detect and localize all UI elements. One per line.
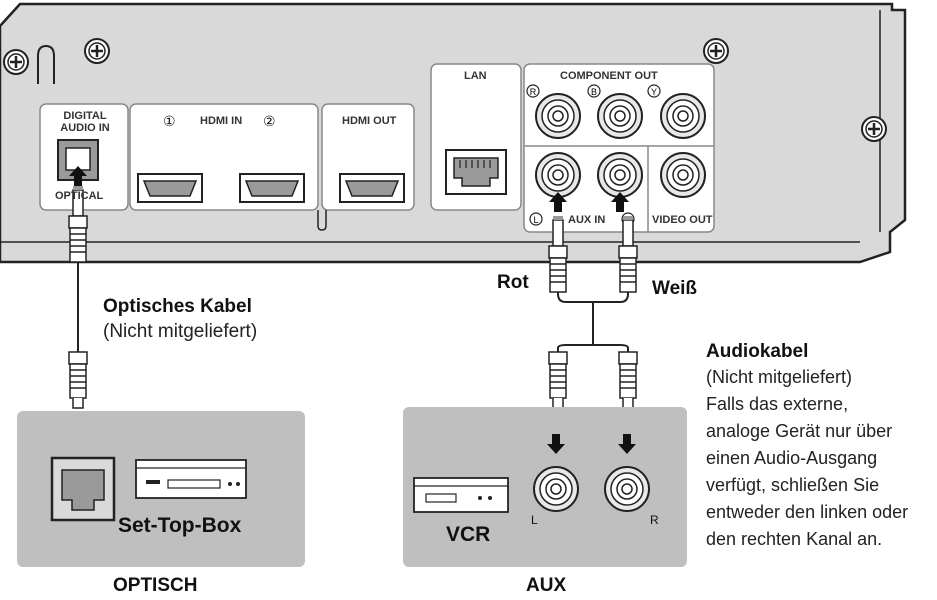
- audio-cable-title: Audiokabel: [706, 341, 809, 362]
- pb-jack: [597, 93, 643, 139]
- set-top-box-icon: [135, 459, 247, 499]
- aux-in-r-jack: [597, 152, 643, 198]
- digital-audio-in-line1: DIGITAL: [63, 110, 107, 122]
- screw-icon: [702, 37, 730, 65]
- optical-port-label: OPTICAL: [55, 190, 104, 202]
- audio-note-line: entweder den linken oder: [706, 502, 909, 522]
- jack-mark-pb: B: [587, 84, 601, 98]
- jack-mark-pr: R: [526, 84, 540, 98]
- aux-jack-l-label: L: [531, 513, 538, 527]
- white-cable-label: Weiß: [652, 278, 698, 299]
- aux-in-l-jack: [535, 152, 581, 198]
- optical-cable-note: (Nicht mitgeliefert): [103, 321, 258, 342]
- jack-mark-y-text: Y: [651, 87, 657, 97]
- audio-note-line: verfügt, schließen Sie: [706, 475, 880, 495]
- vcr-icon: [413, 477, 509, 513]
- red-plug-bottom: [548, 351, 568, 399]
- settop-box-label: Set-Top-Box: [118, 514, 242, 537]
- aux-in-label: AUX IN: [568, 214, 606, 226]
- optical-cable-title: Optisches Kabel: [103, 296, 252, 317]
- white-plug-bottom: [618, 351, 638, 399]
- digital-audio-in-line2: AUDIO IN: [60, 122, 110, 134]
- vcr-label: VCR: [446, 523, 491, 546]
- hdmi-in-2-port: [239, 173, 305, 203]
- jack-mark-y: Y: [647, 84, 661, 98]
- jack-mark-aux-l-text: L: [533, 215, 538, 225]
- y-jack: [660, 93, 706, 139]
- hdmi-out-label: HDMI OUT: [342, 115, 397, 127]
- screw-icon: [83, 37, 111, 65]
- hdmi-out-port: [339, 173, 405, 203]
- jack-mark-pr-text: R: [530, 87, 537, 97]
- audio-note-line: analoge Gerät nur über: [706, 421, 893, 441]
- pr-jack: [535, 93, 581, 139]
- screw-icon: [860, 115, 888, 143]
- lan-label: LAN: [464, 70, 487, 82]
- hdmi-in-1-port: [137, 173, 203, 203]
- aux-r-jack: [604, 466, 650, 512]
- hdmi-in-num1: ①: [163, 113, 176, 129]
- optical-plug-bottom: [68, 351, 88, 399]
- aux-l-jack: [533, 466, 579, 512]
- hdmi-in-label: HDMI IN: [200, 115, 243, 127]
- jack-mark-pb-text: B: [591, 87, 597, 97]
- jack-mark-aux-l: L: [529, 212, 543, 226]
- audio-note-line: Falls das externe,: [706, 394, 849, 414]
- optical-section-caption: OPTISCH: [113, 575, 198, 596]
- audio-note-line: einen Audio-Ausgang: [706, 448, 878, 468]
- screw-icon: [2, 48, 30, 76]
- aux-section-caption: AUX: [526, 575, 567, 596]
- audio-cable-note: (Nicht mitgeliefert) Falls das externe, …: [706, 364, 908, 553]
- aux-jack-r-label: R: [650, 513, 659, 527]
- video-out-label: VIDEO OUT: [652, 214, 713, 226]
- video-out-jack: [660, 152, 706, 198]
- component-out-label: COMPONENT OUT: [560, 70, 658, 82]
- digital-audio-in-label: DIGITAL AUDIO IN: [50, 110, 120, 134]
- audio-note-line: (Nicht mitgeliefert): [706, 367, 853, 387]
- red-cable-label: Rot: [497, 272, 529, 293]
- audio-note-line: den rechten Kanal an.: [706, 529, 883, 549]
- hdmi-in-num2: ②: [263, 113, 276, 129]
